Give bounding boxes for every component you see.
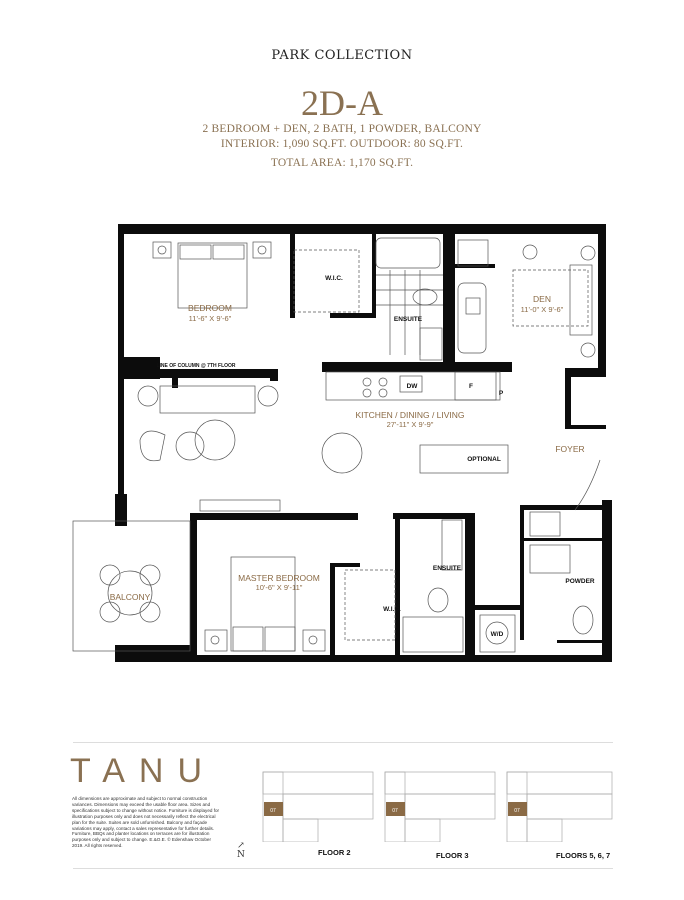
ensuite-master-label: ENSUITE — [433, 565, 462, 572]
den-dims: 11'-0" X 9'-6" — [521, 305, 564, 314]
north-label: N — [237, 850, 245, 860]
balcony-label: BALCONY — [110, 592, 151, 602]
kitchen-dining-living-dims: 27'-11" X 9'-9" — [387, 420, 434, 429]
column-note: LINE OF COLUMN @ 7TH FLOOR — [156, 363, 235, 369]
unit-highlight — [508, 802, 527, 816]
disclaimer: All dimensions are approximate and subje… — [72, 796, 220, 849]
fridge-label: F — [469, 383, 473, 390]
key-plan-floor-2: 07 — [262, 771, 374, 842]
key-plan-label: FLOOR 3 — [436, 851, 469, 860]
bedroom-label: BEDROOM — [188, 303, 232, 313]
wic-label: W.I.C. — [325, 275, 343, 282]
unit-highlight — [264, 802, 283, 816]
ensuite-label: ENSUITE — [394, 316, 423, 323]
key-plan-floor-3: 07 — [384, 771, 496, 842]
key-plan-label: FLOORS 5, 6, 7 — [556, 851, 611, 860]
key-plan-floors-5-6-7: 07 — [506, 771, 613, 842]
den-label: DEN — [533, 294, 551, 304]
room-labels: BEDROOM 11'-6" X 9'-6" W.I.C. ENSUITE DE… — [110, 275, 595, 638]
wic-master-label: W.I.C. — [383, 606, 401, 613]
dishwasher-label: DW — [407, 383, 419, 390]
furniture — [72, 237, 601, 653]
master-bedroom-label: MASTER BEDROOM — [238, 573, 320, 583]
north-arrow: ↗N — [237, 842, 245, 860]
powder-label: POWDER — [565, 578, 595, 585]
north-arrow-icon: ↗ — [237, 841, 245, 851]
unit-highlight — [386, 802, 405, 816]
foyer-label: FOYER — [555, 444, 584, 454]
key-plan-label: FLOOR 2 — [318, 848, 351, 857]
optional-label: OPTIONAL — [467, 456, 501, 463]
divider-bottom — [73, 868, 613, 869]
unit-spec-rooms: 2 BEDROOM + DEN, 2 BATH, 1 POWDER, BALCO… — [202, 123, 482, 135]
unit-number: 07 — [270, 808, 276, 814]
unit-number: 07 — [392, 808, 398, 814]
bedroom-dims: 11'-6" X 9'-6" — [189, 314, 232, 323]
master-bedroom-dims: 10'-6" X 9'-11" — [256, 583, 303, 592]
unit-name: 2D-A — [301, 83, 383, 123]
collection-title: PARK COLLECTION — [271, 48, 413, 63]
unit-spec-area: INTERIOR: 1,090 SQ.FT. OUTDOOR: 80 SQ.FT… — [220, 138, 464, 150]
kitchen-dining-living-label: KITCHEN / DINING / LIVING — [355, 410, 464, 420]
pantry-label: P — [499, 390, 504, 397]
tanu-logo: TANU — [70, 752, 217, 790]
unit-spec-total: TOTAL AREA: 1,170 SQ.FT. — [270, 157, 414, 169]
walls — [115, 224, 612, 662]
unit-number: 07 — [514, 808, 520, 814]
washer-dryer-label: W/D — [491, 631, 504, 638]
divider-top — [73, 742, 613, 743]
